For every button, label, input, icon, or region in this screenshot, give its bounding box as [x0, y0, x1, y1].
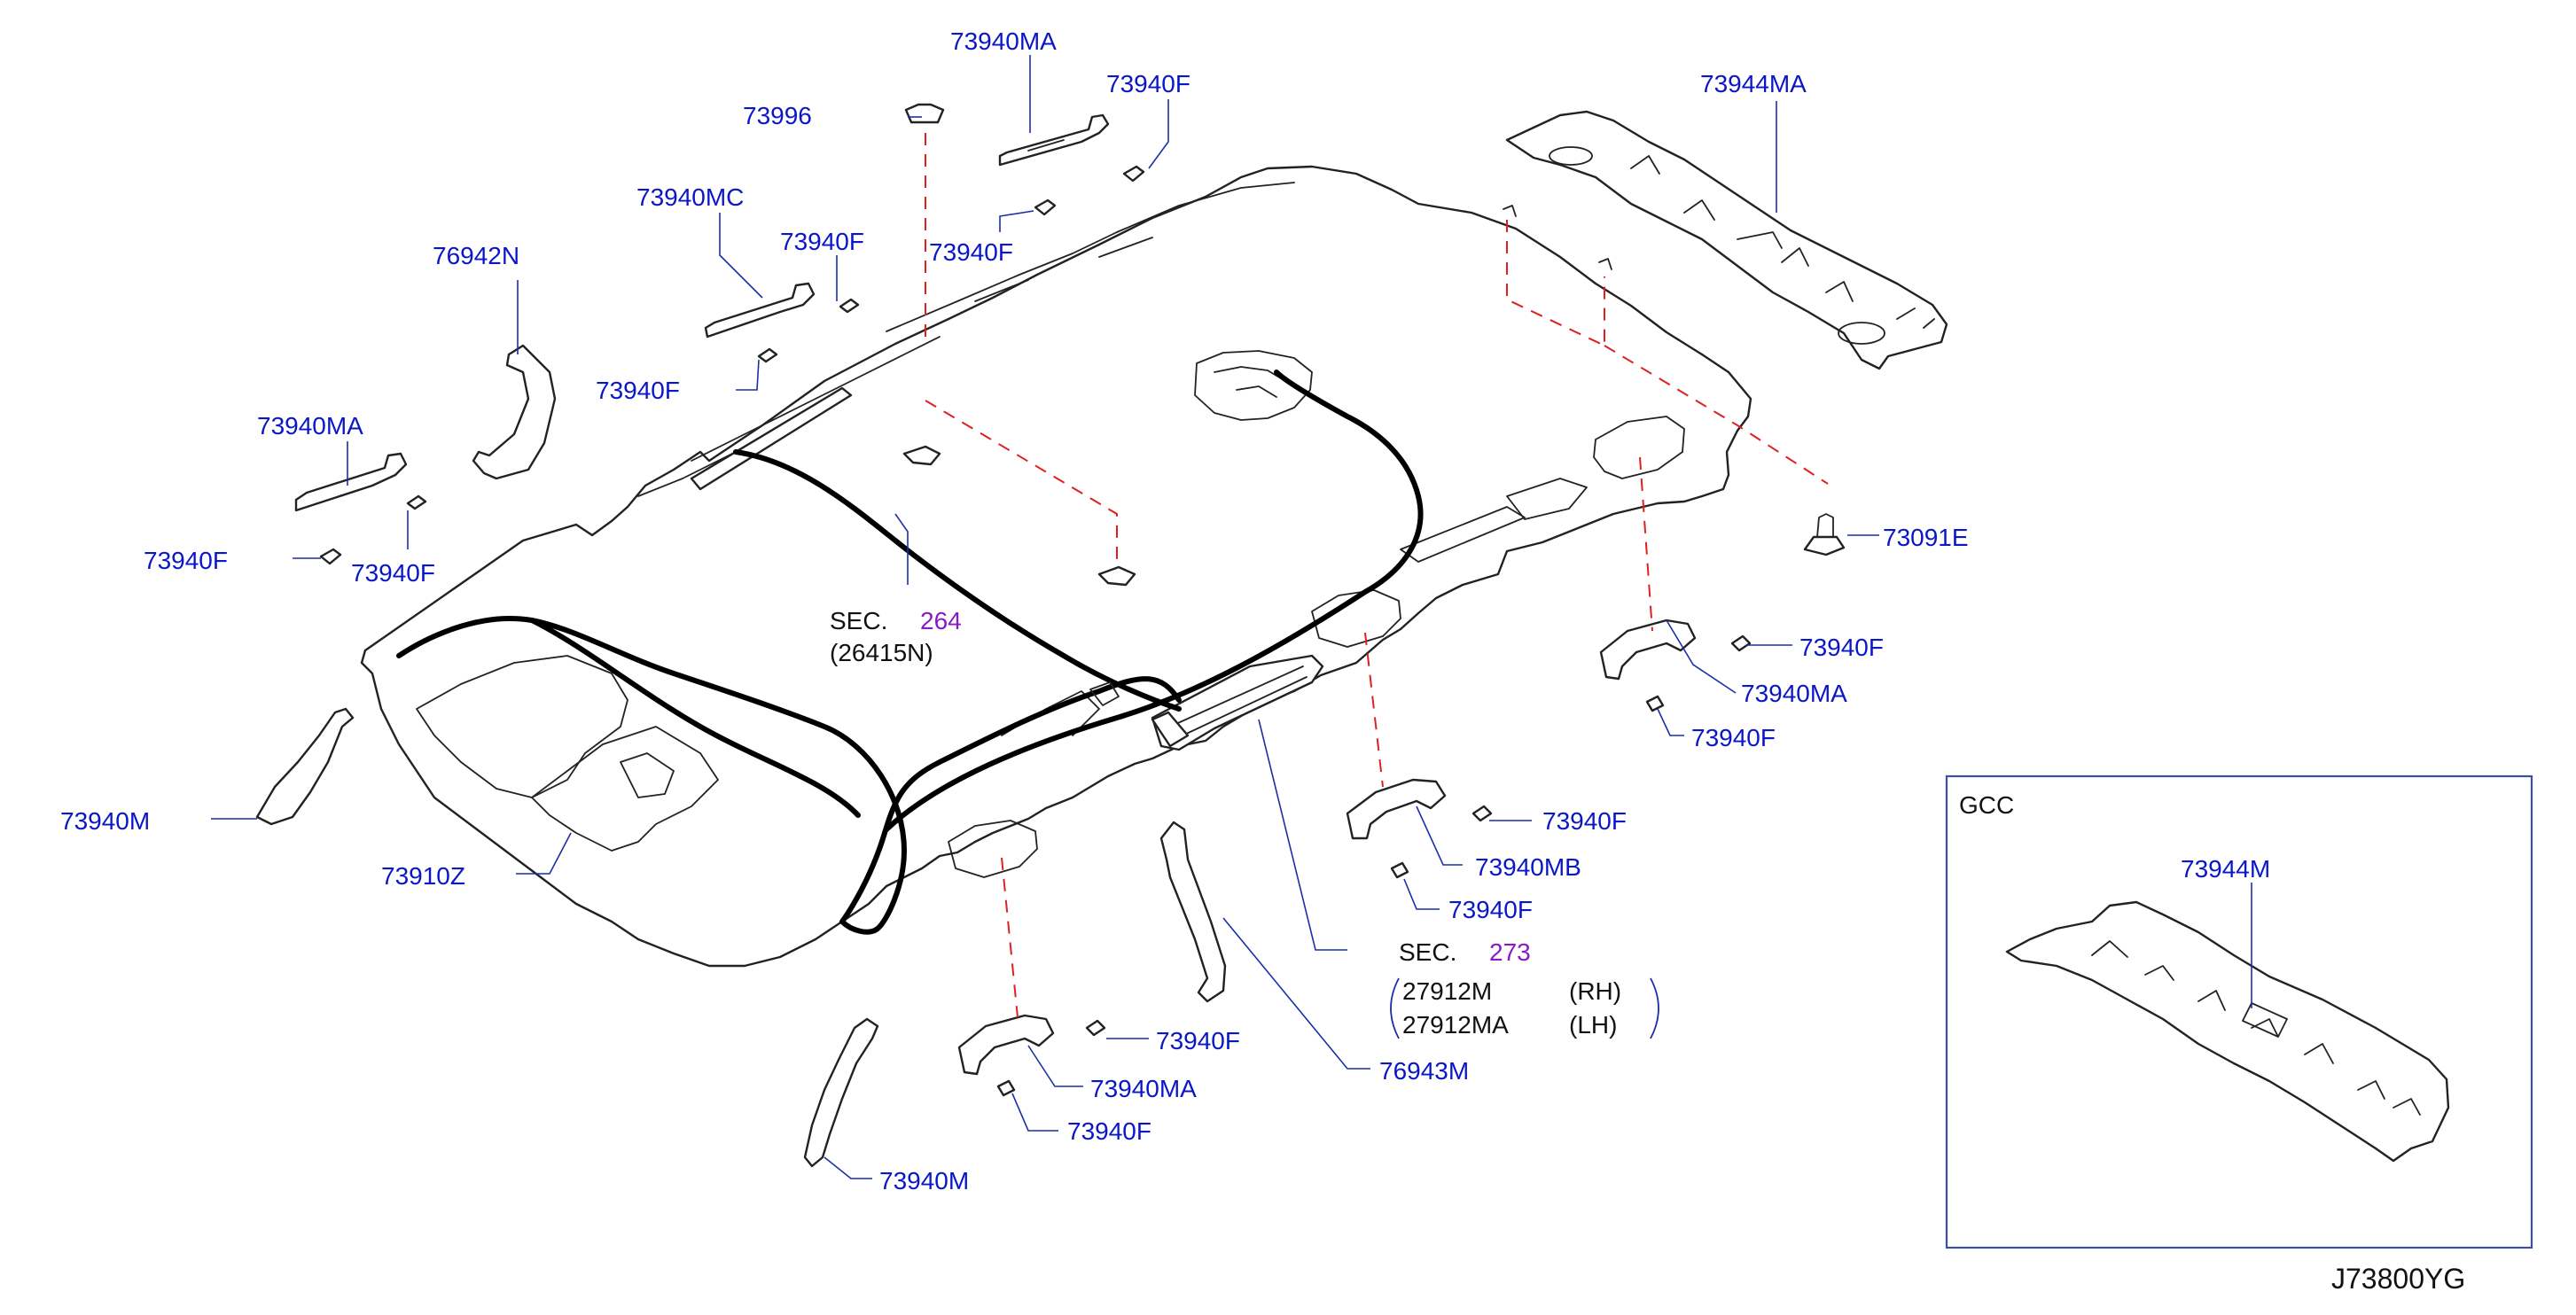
label-73944M[interactable]: 73944M	[2181, 855, 2270, 883]
label-73091E[interactable]: 73091E	[1883, 524, 1969, 551]
clip-73940F-mb1[interactable]	[1471, 805, 1493, 822]
clip-73940F-r1[interactable]	[1730, 634, 1752, 652]
label-73940F-left2[interactable]: 73940F	[351, 559, 435, 587]
grab-handle-73940MB[interactable]	[1346, 778, 1447, 840]
gcc-inset	[1945, 774, 2533, 1249]
sec273-left-paren	[1390, 977, 1400, 1039]
headliner-clips	[902, 205, 1612, 587]
grab-handle-73940MA-bottom[interactable]	[957, 1014, 1055, 1076]
label-73996[interactable]: 73996	[743, 102, 812, 129]
rear-air-outlet[interactable]	[1151, 654, 1324, 751]
label-73940F-mid[interactable]: 73940F	[929, 238, 1013, 266]
sec264-part: (26415N)	[830, 639, 933, 666]
label-73940MA-top[interactable]: 73940MA	[950, 27, 1057, 55]
label-73940MA-left[interactable]: 73940MA	[257, 412, 363, 440]
clip-73940F-mid[interactable]	[1034, 198, 1057, 216]
label-73940F-mc[interactable]: 73940F	[780, 228, 864, 255]
sec273-part-lh: 27912MA	[1402, 1011, 1509, 1039]
clip-73940F-bot2[interactable]	[996, 1079, 1016, 1097]
clip-73940F-mc2[interactable]	[757, 347, 778, 363]
clip-73091E[interactable]	[1803, 513, 1846, 556]
grab-handle-76942N[interactable]	[472, 344, 557, 480]
grab-handle-76943M[interactable]	[1159, 821, 1227, 1003]
gcc-inset-frame	[1945, 774, 2533, 1249]
clip-73940F-r2[interactable]	[1645, 695, 1665, 712]
label-73940F-left1[interactable]: 73940F	[144, 547, 228, 574]
label-73940F-r1[interactable]: 73940F	[1799, 634, 1884, 661]
label-73940M-left[interactable]: 73940M	[60, 807, 150, 835]
sec273-part-rh: 27912M	[1402, 977, 1492, 1005]
label-73940MA-bot[interactable]: 73940MA	[1090, 1075, 1197, 1102]
sec273-number[interactable]: 273	[1489, 938, 1531, 966]
leader-lines	[211, 55, 2252, 1179]
sec264-prefix: SEC.	[830, 607, 887, 634]
label-73940MC[interactable]: 73940MC	[636, 183, 744, 211]
wire-harness-26415N[interactable]	[396, 370, 1424, 935]
sec273-side-lh: (LH)	[1569, 1011, 1617, 1039]
label-73940F-bot1[interactable]: 73940F	[1156, 1027, 1240, 1054]
attachment-lines	[925, 133, 1829, 1018]
grab-handle-73940M-left[interactable]	[255, 707, 355, 826]
label-73910Z[interactable]: 73910Z	[381, 862, 465, 890]
label-73940F-top[interactable]: 73940F	[1106, 70, 1190, 97]
label-73940MB[interactable]: 73940MB	[1475, 853, 1581, 881]
label-76943M[interactable]: 76943M	[1379, 1057, 1469, 1085]
label-73940M-bot[interactable]: 73940M	[879, 1167, 969, 1194]
sec273-right-paren	[1650, 977, 1659, 1039]
clip-73940F-top[interactable]	[1122, 165, 1145, 183]
headliner-73910Z[interactable]	[360, 165, 1752, 968]
grab-handle-73940MA-right[interactable]	[1599, 619, 1697, 681]
sec264-number[interactable]: 264	[920, 607, 962, 634]
label-73940F-mc2[interactable]: 73940F	[596, 377, 680, 404]
clip-73940F-mc[interactable]	[839, 298, 860, 314]
grab-handle-73940MA-top[interactable]	[998, 113, 1110, 167]
label-76942N[interactable]: 76942N	[433, 242, 519, 269]
clip-73940F-left1[interactable]	[319, 548, 342, 565]
clip-73940F-bot1[interactable]	[1085, 1019, 1106, 1037]
clip-73940F-left2[interactable]	[406, 494, 427, 510]
sec273-side-rh: (RH)	[1569, 977, 1621, 1005]
label-73940F-mb2[interactable]: 73940F	[1448, 896, 1533, 923]
clip-73940F-mb2[interactable]	[1390, 861, 1409, 879]
grab-handle-73940MC[interactable]	[704, 282, 816, 338]
rear-roof-trim-73944MA[interactable]	[1505, 110, 1948, 370]
grab-handle-73940MA-left[interactable]	[294, 452, 408, 512]
drawing-number: J73800YG	[2331, 1263, 2465, 1295]
label-73944MA[interactable]: 73944MA	[1700, 70, 1807, 97]
label-73940F-mb1[interactable]: 73940F	[1542, 807, 1627, 835]
clip-73996[interactable]	[904, 103, 945, 124]
grab-handle-73940M-bottom[interactable]	[803, 1017, 879, 1168]
label-73940MA-right[interactable]: 73940MA	[1741, 680, 1847, 707]
front-roof-trim	[690, 386, 853, 491]
label-73940F-r2[interactable]: 73940F	[1691, 724, 1776, 751]
sec273-prefix: SEC.	[1399, 938, 1456, 966]
label-73940F-bot2[interactable]: 73940F	[1067, 1117, 1151, 1145]
gcc-inset-title: GCC	[1959, 791, 2014, 819]
